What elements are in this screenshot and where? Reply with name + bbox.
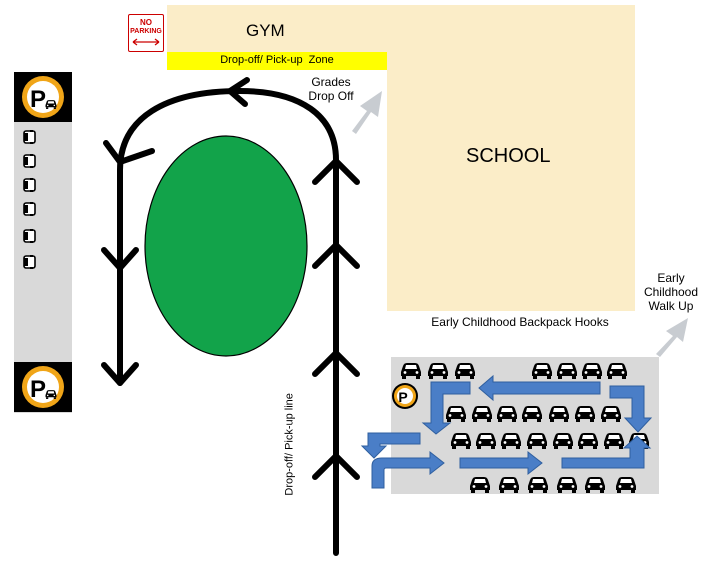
school-label: SCHOOL [466, 145, 551, 167]
gym-label: GYM [246, 21, 285, 40]
parking-sign-icon: P [14, 72, 72, 122]
car-icon [23, 228, 36, 244]
drop-off-zone-label: Drop-off/ Pick-up Zone [220, 54, 334, 66]
walk-up-line2: Childhood [643, 284, 699, 299]
no-parking-sign-icon: NO PARKING [128, 14, 164, 52]
parking-sign-icon: P [14, 362, 72, 412]
walk-up-line3: Walk Up [648, 298, 694, 313]
drop-off-zone [167, 52, 387, 70]
green-island [144, 135, 308, 357]
no-parking-line2: PARKING [130, 28, 162, 35]
drop-off-route [101, 77, 360, 556]
car-icon [23, 129, 36, 145]
double-arrow-icon [132, 38, 160, 46]
school-building [387, 5, 635, 311]
arrow-icon [352, 91, 382, 134]
svg-text:P: P [30, 376, 46, 403]
grades-drop-off-label: Grades Drop Off [300, 75, 362, 104]
arrow-icon [656, 318, 688, 357]
car-icon [23, 153, 36, 169]
gym-building [167, 5, 387, 52]
walk-up-line1: Early [657, 271, 685, 285]
svg-text:P: P [30, 86, 46, 113]
grades-drop-off-line2: Drop Off [308, 88, 354, 103]
car-icon [23, 254, 36, 270]
backpack-hooks-label: Early Childhood Backpack Hooks [431, 315, 609, 329]
car-icon [23, 177, 36, 193]
grades-drop-off-line1: Grades [311, 75, 351, 89]
lot-flow-arrows [360, 374, 653, 489]
drop-off-pick-up-line-label: Drop-off/ Pick-up line [283, 393, 296, 496]
no-parking-line1: NO [140, 18, 152, 27]
left-parking-strip [14, 72, 72, 413]
early-childhood-walk-up-label: Early Childhood Walk Up [636, 271, 706, 313]
svg-text:P: P [398, 389, 407, 405]
parking-sign-icon: P [392, 383, 418, 409]
car-icon [23, 201, 36, 217]
